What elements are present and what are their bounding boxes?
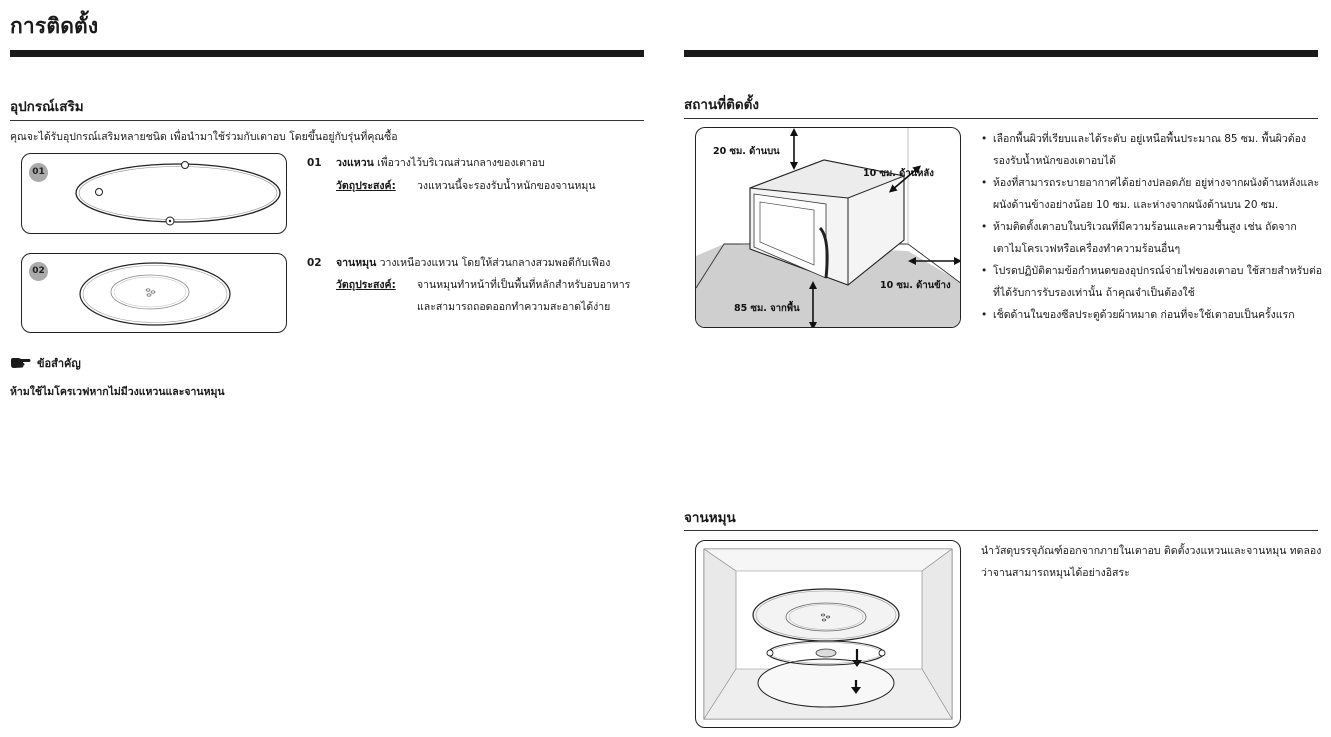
clearance-illustration: 20 ซม. ด้านบน 10 ซม. ด้านหลัง 10 ซม. ด้า…	[696, 128, 960, 327]
turntable-install-illustration	[703, 548, 953, 721]
item-badge: 01	[29, 163, 48, 182]
roller-ring-figure: 01	[21, 153, 287, 234]
location-bullet: ห้ามติดตั้งเตาอบในบริเวณที่มีความร้อนและ…	[981, 216, 1326, 260]
item-name: วงแหวน	[336, 157, 374, 169]
turntable-divider	[684, 530, 1318, 531]
item-description: เพื่อวางไว้บริเวณส่วนกลางของเตาอบ	[377, 157, 545, 169]
turntable-instructions: นำวัสดุบรรจุภัณฑ์ออกจากภายในเตาอบ ติดตั้…	[981, 545, 1322, 579]
location-divider	[684, 118, 1318, 119]
purpose-label: วัตถุประสงค์:	[336, 180, 396, 192]
right-header-bar	[684, 50, 1318, 57]
turntable-title: จานหมุน	[684, 510, 736, 526]
location-bullet: เลือกพื้นผิวที่เรียบและได้ระดับ อยู่เหนื…	[981, 128, 1326, 172]
location-title: สถานที่ติดตั้ง	[684, 97, 760, 113]
item-turntable-heading: จานหมุน วางเหนือวงแหวน โดยให้ส่วนกลางสวม…	[336, 252, 610, 274]
item-roller-ring-heading: วงแหวน เพื่อวางไว้บริเวณส่วนกลางของเตาอบ	[336, 152, 545, 174]
item-name: จานหมุน	[336, 257, 377, 269]
label-back-clearance: 10 ซม. ด้านหลัง	[863, 167, 934, 179]
accessories-divider	[10, 120, 644, 121]
roller-ring-illustration	[75, 161, 281, 226]
label-top-clearance: 20 ซม. ด้านบน	[713, 145, 780, 157]
accessories-intro: คุณจะได้รับอุปกรณ์เสริมหลายชนิด เพื่อนำม…	[10, 131, 398, 143]
location-bullet: โปรดปฏิบัติตามข้อกำหนดของอุปกรณ์จ่ายไฟขอ…	[981, 260, 1326, 304]
note-title: ข้อสำคัญ	[37, 357, 81, 370]
accessories-title: อุปกรณ์เสริม	[10, 99, 84, 115]
label-floor-clearance: 85 ซม. จากพื้น	[734, 300, 800, 314]
location-bullet-list: เลือกพื้นผิวที่เรียบและได้ระดับ อยู่เหนื…	[981, 128, 1326, 326]
purpose-text: วงแหวนนี้จะรองรับน้ำหนักของจานหมุน	[417, 180, 596, 192]
location-bullet: เช็ดด้านในของซีลประตูด้วยผ้าหมาด ก่อนที่…	[981, 304, 1326, 326]
purpose-text-line-1: จานหมุนทำหน้าที่เป็นพื้นที่หลักสำหรับอบอ…	[417, 279, 631, 291]
turntable-illustration	[79, 262, 231, 326]
item-number: 02	[307, 257, 322, 269]
turntable-figure: 02	[21, 253, 287, 333]
location-bullet: ห้องที่สามารถระบายอากาศได้อย่างปลอดภัย อ…	[981, 172, 1326, 216]
note-text: ห้ามใช้ไมโครเวฟหากไม่มีวงแหวนและจานหมุน	[10, 386, 225, 398]
pointing-hand-icon	[11, 358, 31, 368]
label-side-clearance: 10 ซม. ด้านข้าง	[880, 279, 951, 291]
purpose-text-line-2: และสามารถถอดออกทำความสะอาดได้ง่าย	[417, 301, 611, 313]
page-title: การติดตั้ง	[10, 14, 99, 38]
clearance-figure: 20 ซม. ด้านบน 10 ซม. ด้านหลัง 10 ซม. ด้า…	[695, 127, 961, 328]
item-description: วางเหนือวงแหวน โดยให้ส่วนกลางสวมพอดีกับเ…	[379, 257, 611, 269]
purpose-label: วัตถุประสงค์:	[336, 279, 396, 291]
item-number: 01	[307, 157, 322, 169]
item-badge: 02	[29, 262, 48, 281]
important-note-heading: ข้อสำคัญ	[10, 352, 81, 374]
left-header-bar	[10, 50, 644, 57]
turntable-install-figure	[695, 540, 961, 728]
